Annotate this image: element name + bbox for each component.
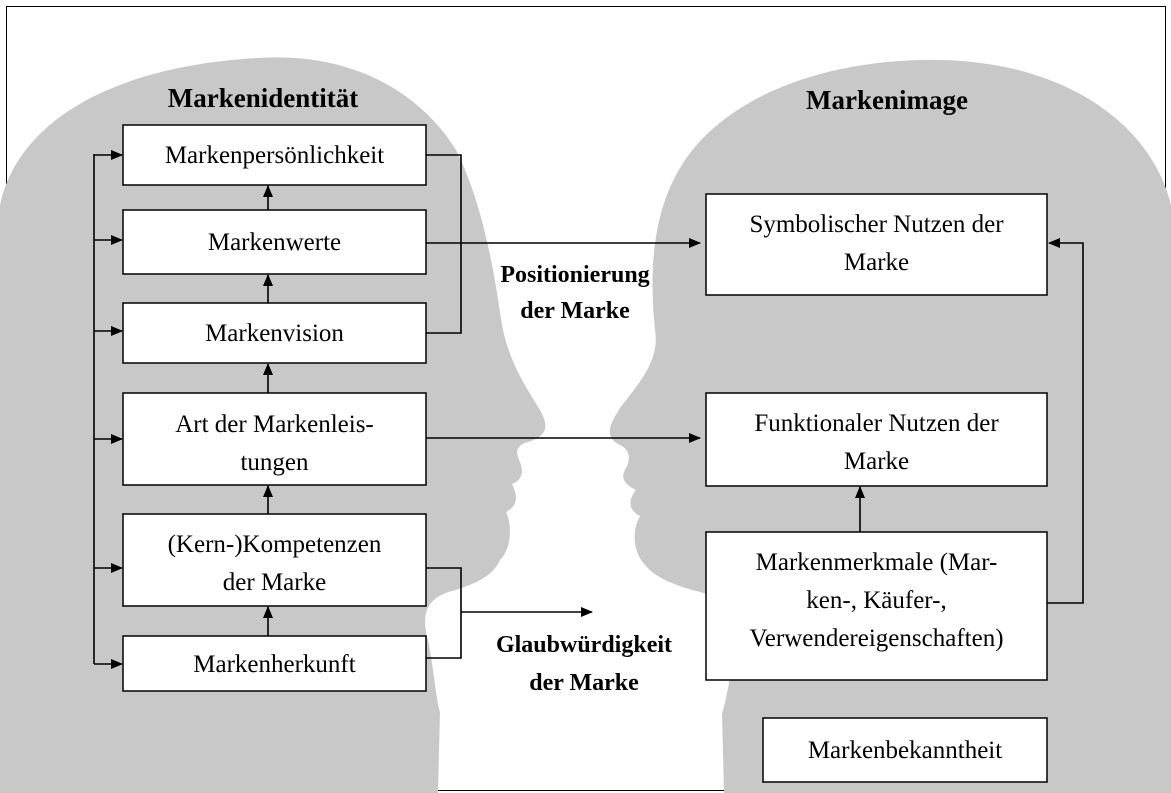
label-positioning-2: der Marke <box>520 298 630 324</box>
box-attributes-text-2: ken-, Käufer-, <box>806 587 946 614</box>
box-functional-benefit: Funktionaler Nutzen der Marke <box>705 392 1048 487</box>
box-performance-text-1: Art der Markenleis- <box>175 411 374 438</box>
box-vision-text: Markenvision <box>205 320 344 347</box>
arrow-attributes-to-symbolic <box>1047 238 1084 604</box>
box-brand-awareness: Markenbekanntheit <box>762 717 1048 783</box>
title-identity: Markenidentität <box>168 83 358 113</box>
box-competence: (Kern-)Kompetenzen der Marke <box>122 513 427 607</box>
box-awareness-text: Markenbekanntheit <box>808 737 1002 764</box>
box-origin-text: Markenherkunft <box>193 651 355 678</box>
box-symbolic-benefit: Symbolischer Nutzen der Marke <box>705 193 1048 296</box>
box-vision: Markenvision <box>122 302 427 364</box>
bracket-personality-vision <box>426 154 462 334</box>
box-attributes-text-3: Verwendereigenschaften) <box>749 625 1003 652</box>
box-symbolic-text-1: Symbolischer Nutzen der <box>749 211 1004 238</box>
box-competence-text-1: (Kern-)Kompetenzen <box>168 531 382 558</box>
box-brand-attributes: Markenmerkmale (Mar- ken-, Käufer-, Verw… <box>705 531 1048 681</box>
box-symbolic-text-2: Marke <box>844 249 909 276</box>
box-personality: Markenpersönlichkeit <box>122 124 427 186</box>
box-values: Markenwerte <box>122 209 427 275</box>
bracket-competence-origin <box>426 567 462 659</box>
label-positioning-1: Positionierung <box>500 262 649 288</box>
box-performance: Art der Markenleis- tungen <box>122 392 427 486</box>
box-attributes-text-1: Markenmerkmale (Mar- <box>756 549 998 576</box>
box-functional-text-2: Marke <box>844 448 909 475</box>
label-credibility-1: Glaubwürdigkeit <box>496 632 672 658</box>
title-image: Markenimage <box>806 85 968 115</box>
box-values-text: Markenwerte <box>208 229 341 256</box>
label-credibility-2: der Marke <box>529 670 639 696</box>
box-origin: Markenherkunft <box>122 635 427 692</box>
box-performance-text-2: tungen <box>240 449 309 476</box>
box-functional-text-1: Funktionaler Nutzen der <box>754 410 999 437</box>
box-personality-text: Markenpersönlichkeit <box>165 142 384 169</box>
box-competence-text-2: der Marke <box>223 569 326 596</box>
